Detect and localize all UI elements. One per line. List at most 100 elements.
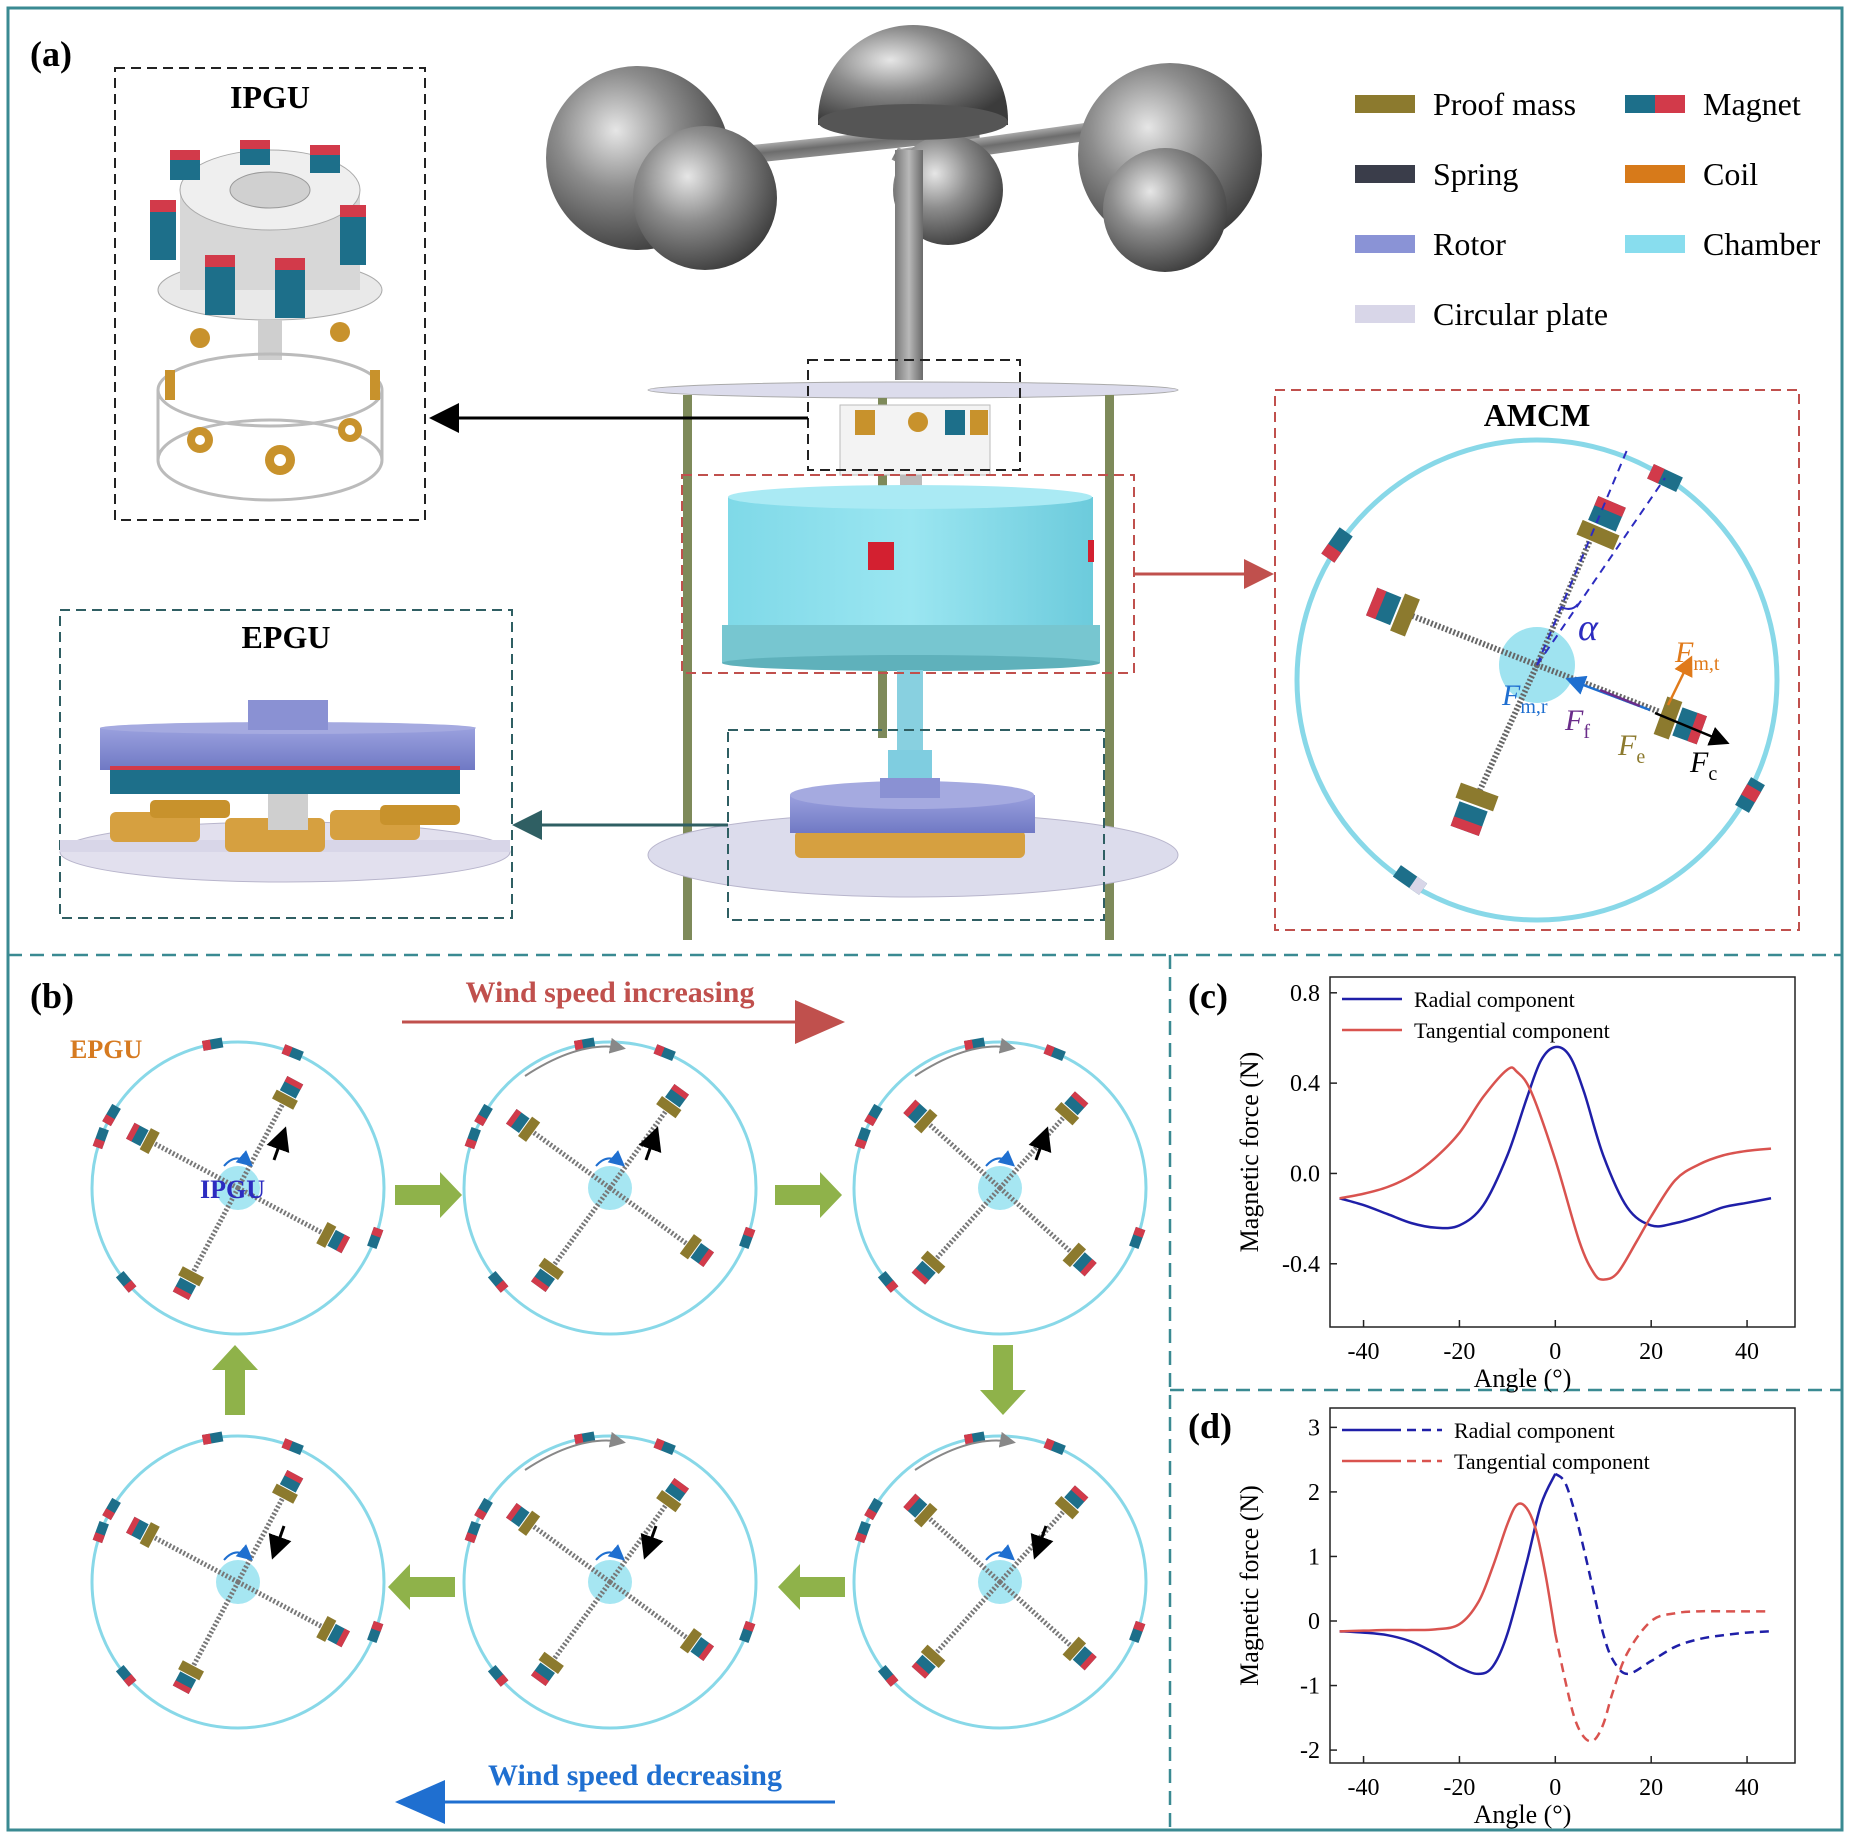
series-line	[1339, 1502, 1557, 1635]
y-tick-label: 0.0	[1290, 1161, 1320, 1187]
rotation-arrow	[223, 1150, 254, 1167]
outer-magnet	[115, 1664, 137, 1687]
outer-magnet	[464, 1520, 481, 1544]
outer-magnet	[115, 1270, 137, 1293]
proof-mass	[1062, 1636, 1097, 1671]
y-tick-label: 2	[1308, 1480, 1320, 1506]
motion-arrow	[1030, 1525, 1054, 1560]
epgu-label-b: EPGU	[70, 1035, 142, 1064]
y-tick-label: -1	[1300, 1674, 1320, 1700]
panel-label-b: (b)	[30, 976, 74, 1016]
outer-magnet	[854, 1126, 871, 1150]
motion-arrow	[268, 1525, 292, 1560]
wind-decreasing-arrow	[395, 1780, 835, 1824]
proof-mass	[172, 1266, 204, 1300]
y-tick-label: -2	[1300, 1738, 1320, 1764]
y-tick-label: 3	[1308, 1415, 1320, 1441]
proof-mass	[903, 1099, 938, 1134]
y-axis-label: Magnetic force (N)	[1235, 1052, 1264, 1253]
amcm-title: AMCM	[1484, 397, 1591, 433]
motion-arrow	[638, 1126, 662, 1161]
outer-magnet	[281, 1438, 304, 1456]
rotation-arrow	[595, 1150, 626, 1167]
rotation-arrow	[595, 1544, 626, 1561]
series-line	[1339, 1066, 1772, 1281]
x-tick-label: 20	[1639, 1775, 1663, 1801]
outer-rotation-arrow	[914, 1431, 1016, 1471]
proof-mass	[506, 1503, 541, 1536]
legend-swatch	[1625, 235, 1685, 253]
outer-magnet	[281, 1044, 304, 1062]
outer-magnet	[92, 1126, 109, 1150]
legend-swatch	[1625, 95, 1685, 113]
outer-magnet	[102, 1103, 121, 1127]
proof-mass	[679, 1628, 714, 1661]
chart-legend-label: Tangential component	[1454, 1449, 1650, 1474]
x-tick-label: 40	[1735, 1775, 1759, 1801]
outer-magnet	[573, 1037, 596, 1051]
ipgu-title: IPGU	[230, 79, 310, 115]
x-tick-label: 0	[1549, 1339, 1561, 1365]
ipgu-callout-box	[807, 359, 1021, 471]
legend-label: Spring	[1433, 156, 1518, 192]
chart-legend-entry: Tangential component	[1342, 1449, 1650, 1474]
plot-frame	[1329, 1407, 1796, 1764]
legend-swatch	[1355, 165, 1415, 183]
series-line	[1339, 1045, 1772, 1230]
y-tick-label: -0.4	[1282, 1252, 1320, 1278]
outer-magnet	[739, 1620, 756, 1644]
x-tick-label: -40	[1348, 1775, 1380, 1801]
motion-arrow	[640, 1525, 664, 1560]
proof-mass	[272, 1470, 304, 1504]
outer-magnet	[367, 1226, 384, 1250]
proof-mass	[531, 1651, 564, 1686]
legend-swatch	[1625, 165, 1685, 183]
x-tick-label: 0	[1549, 1775, 1561, 1801]
x-axis-label: Angle (°)	[1474, 1800, 1572, 1829]
proof-mass	[911, 1250, 946, 1285]
outer-magnet	[92, 1520, 109, 1544]
mechanism-state	[90, 1431, 386, 1730]
outer-magnet	[1129, 1226, 1146, 1250]
chart-legend-entry: Radial component	[1342, 987, 1575, 1012]
outer-rotation-arrow	[524, 1431, 626, 1471]
ipgu-label-b: IPGU	[200, 1175, 265, 1204]
outer-magnet	[739, 1226, 756, 1250]
outer-magnet	[1129, 1620, 1146, 1644]
amcm-inset: AMCM α	[1274, 389, 1800, 931]
force-fc: Fc	[1689, 746, 1717, 785]
chart-legend-entry: Tangential component	[1342, 1018, 1610, 1043]
x-tick-label: 20	[1639, 1339, 1663, 1365]
mechanism-state	[90, 1037, 386, 1336]
anemometer-device	[546, 25, 1262, 940]
x-tick-label: -40	[1348, 1339, 1380, 1365]
outer-magnet	[653, 1438, 676, 1456]
series-line	[1339, 1473, 1557, 1676]
plot-frame	[1329, 976, 1796, 1328]
legend-label: Coil	[1703, 156, 1758, 192]
outer-magnet	[487, 1270, 509, 1293]
proof-mass	[1062, 1242, 1097, 1277]
legend-label: Magnet	[1703, 86, 1801, 122]
rotation-arrow	[985, 1150, 1016, 1167]
rotation-arrow	[223, 1544, 254, 1561]
proof-mass	[126, 1122, 160, 1154]
x-axis-label: Angle (°)	[1474, 1364, 1572, 1393]
mechanism-state	[462, 1037, 758, 1336]
motion-arrow	[1028, 1126, 1052, 1161]
outer-rotation-arrow	[914, 1037, 1016, 1077]
force-fe: Fe	[1617, 729, 1645, 768]
proof-mass	[316, 1222, 350, 1254]
outer-rotation-arrow	[524, 1037, 626, 1077]
wind-increasing-label: Wind speed increasing	[466, 976, 755, 1009]
proof-mass	[316, 1616, 350, 1648]
proof-mass	[903, 1493, 938, 1528]
proof-mass	[911, 1644, 946, 1679]
series-line	[1554, 1472, 1772, 1676]
outer-magnet	[864, 1103, 883, 1127]
rotation-arrow	[985, 1544, 1016, 1561]
outer-magnet	[864, 1497, 883, 1521]
proof-mass	[531, 1257, 564, 1292]
ipgu-rotor-illustration	[150, 140, 384, 502]
